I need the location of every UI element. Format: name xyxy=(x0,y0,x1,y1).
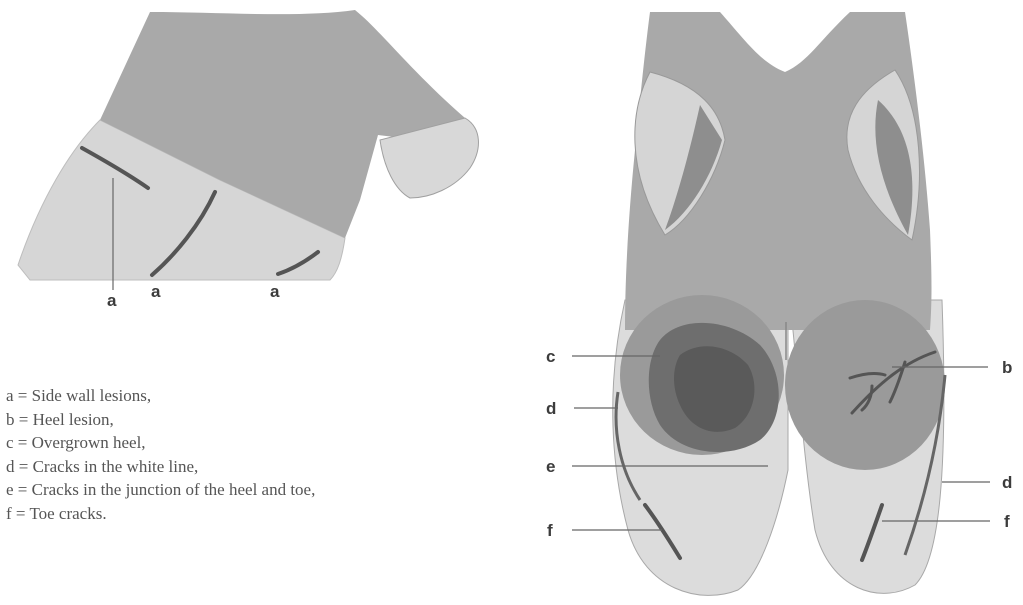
legend-item-d: d = Cracks in the white line, xyxy=(6,455,315,479)
side-view-claw: a a a xyxy=(18,10,478,310)
sole-view-claws: c d e f b d f xyxy=(546,12,1012,595)
sole-label-c: c xyxy=(546,347,555,366)
legend-item-b: b = Heel lesion, xyxy=(6,408,315,432)
legend-item-f: f = Toe cracks. xyxy=(6,502,315,526)
legend-item-e: e = Cracks in the junction of the heel a… xyxy=(6,478,315,502)
heel-bulb-right xyxy=(785,300,945,470)
legend: a = Side wall lesions, b = Heel lesion, … xyxy=(6,384,315,525)
legend-item-a: a = Side wall lesions, xyxy=(6,384,315,408)
sole-label-f-left: f xyxy=(547,521,553,540)
sole-label-d-right: d xyxy=(1002,473,1012,492)
sole-label-d-left: d xyxy=(546,399,556,418)
legend-item-c: c = Overgrown heel, xyxy=(6,431,315,455)
side-label-a1: a xyxy=(107,291,117,310)
sole-label-b: b xyxy=(1002,358,1012,377)
side-label-a3: a xyxy=(270,282,280,301)
sole-label-e: e xyxy=(546,457,555,476)
sole-label-f-right: f xyxy=(1004,512,1010,531)
side-label-a2: a xyxy=(151,282,161,301)
